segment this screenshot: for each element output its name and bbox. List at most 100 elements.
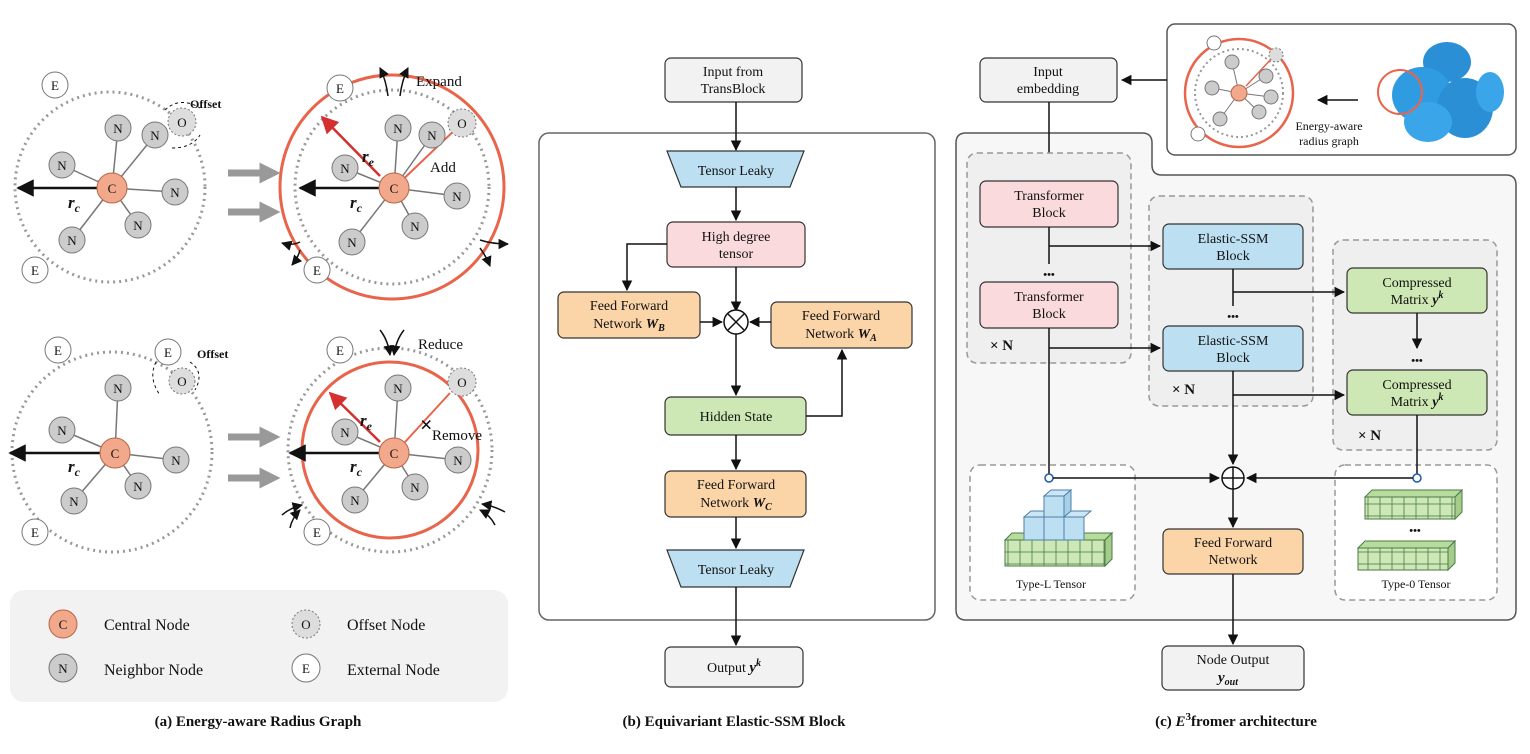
- svg-text:radius graph: radius graph: [1299, 134, 1359, 148]
- legend-offset-swatch: [291, 609, 321, 639]
- svg-text:Network: Network: [1209, 553, 1258, 568]
- svg-text:N: N: [57, 423, 67, 438]
- type-0-tensor-cubes: •••: [1356, 488, 1464, 572]
- node-output-box: [1161, 645, 1305, 691]
- caption-c: (c) E3fromer architecture: [1155, 711, 1317, 730]
- svg-text:Block: Block: [1216, 351, 1249, 366]
- ffn-wb-box: [557, 291, 701, 339]
- svg-text:Matrix yk: Matrix yk: [1391, 392, 1444, 410]
- offset-node: [167, 107, 197, 137]
- remove-cross: ×: [420, 412, 433, 437]
- svg-text:× N: × N: [1358, 428, 1381, 444]
- neighbor-node: [141, 121, 169, 149]
- svg-text:C: C: [390, 181, 399, 196]
- svg-text:Feed Forward: Feed Forward: [1194, 536, 1272, 551]
- svg-text:•••: •••: [1409, 525, 1421, 537]
- graph-original-top: rc N N N N N N C O Offset E E: [13, 71, 221, 284]
- svg-text:N: N: [113, 121, 123, 136]
- svg-text:N: N: [67, 233, 77, 248]
- svg-text:N: N: [150, 128, 160, 143]
- legend-external-swatch: [291, 653, 321, 683]
- transition-arrows: [228, 162, 281, 489]
- svg-text:E: E: [51, 78, 59, 93]
- svg-text:Offset: Offset: [190, 97, 221, 111]
- legend: C Central Node N Neighbor Node O Offset …: [10, 590, 508, 702]
- svg-text:N: N: [427, 128, 437, 143]
- svg-text:•••: •••: [1227, 311, 1239, 323]
- svg-text:N: N: [58, 661, 68, 676]
- svg-text:re: re: [360, 411, 373, 433]
- svg-text:N: N: [393, 381, 403, 396]
- svg-text:N: N: [133, 479, 143, 494]
- svg-text:N: N: [340, 425, 350, 440]
- svg-text:N: N: [171, 453, 181, 468]
- legend-neighbor-swatch: [48, 653, 78, 683]
- svg-text:O: O: [177, 374, 186, 389]
- svg-text:E: E: [31, 263, 39, 278]
- protein-structure-image: [1377, 42, 1504, 142]
- input-from-transblock-box: [664, 57, 803, 103]
- neighbor-node: [104, 114, 132, 142]
- re-arrow: [320, 115, 381, 177]
- svg-text:•••: •••: [1411, 355, 1423, 367]
- svg-text:N: N: [453, 453, 463, 468]
- panel-c: Energy-aware radius graph Input embeddin…: [955, 23, 1517, 730]
- graph-expand: re rc N N N N N N C O Add E E E: [278, 67, 510, 301]
- svg-text:Elastic-SSM: Elastic-SSM: [1198, 232, 1269, 247]
- svg-text:rc: rc: [350, 457, 363, 479]
- ffn-wa-box: [770, 301, 913, 349]
- svg-text:Node Output: Node Output: [1197, 653, 1270, 668]
- elastic-ssm-frame: [538, 132, 936, 621]
- svg-text:•••: •••: [1043, 269, 1055, 281]
- svg-text:Type-L Tensor: Type-L Tensor: [1016, 577, 1086, 591]
- svg-text:N: N: [170, 185, 180, 200]
- svg-text:Reduce: Reduce: [418, 337, 463, 353]
- svg-text:N: N: [347, 235, 357, 250]
- svg-text:E: E: [313, 263, 321, 278]
- svg-text:C: C: [390, 446, 399, 461]
- svg-text:Feed Forward: Feed Forward: [590, 299, 668, 314]
- radius-circle: [13, 90, 207, 284]
- rc-label: rc: [68, 193, 81, 215]
- output-yk-box: [664, 646, 804, 688]
- central-node: [96, 172, 128, 204]
- svg-text:Expand: Expand: [416, 74, 462, 90]
- graph-original-bottom: rc N N N N N C E O Offset E E: [8, 336, 228, 554]
- external-node: [41, 71, 69, 99]
- svg-text:Block: Block: [1032, 307, 1065, 322]
- svg-text:tensor: tensor: [719, 247, 754, 262]
- neighbor-node: [124, 211, 152, 239]
- svg-text:Network WB: Network WB: [593, 317, 665, 334]
- svg-text:E: E: [31, 525, 39, 540]
- svg-text:Type-0 Tensor: Type-0 Tensor: [1381, 577, 1450, 591]
- svg-text:C: C: [108, 181, 117, 196]
- svg-text:Compressed: Compressed: [1382, 276, 1451, 291]
- svg-text:Add: Add: [430, 160, 456, 176]
- svg-text:O: O: [457, 116, 466, 131]
- svg-text:embedding: embedding: [1017, 82, 1079, 97]
- svg-text:Input: Input: [1033, 65, 1063, 80]
- svg-text:rc: rc: [350, 193, 363, 215]
- svg-text:E: E: [336, 343, 344, 358]
- neighbor-node: [161, 178, 189, 206]
- svg-text:Feed Forward: Feed Forward: [697, 478, 775, 493]
- svg-text:Matrix yk: Matrix yk: [1391, 290, 1444, 308]
- svg-text:C: C: [111, 446, 120, 461]
- svg-text:O: O: [177, 115, 186, 130]
- tensor-leaky-top: [666, 150, 805, 188]
- svg-text:Compressed: Compressed: [1382, 378, 1451, 393]
- legend-central-label: Central Node: [104, 617, 190, 634]
- svg-text:N: N: [57, 158, 67, 173]
- svg-text:N: N: [340, 161, 350, 176]
- svg-text:× N: × N: [1172, 382, 1195, 398]
- svg-text:N: N: [410, 219, 420, 234]
- legend-external-label: External Node: [347, 662, 440, 679]
- svg-text:N: N: [452, 189, 462, 204]
- svg-text:Network WC: Network WC: [700, 496, 772, 513]
- svg-text:Remove: Remove: [432, 428, 482, 444]
- svg-text:N: N: [69, 494, 79, 509]
- type-l-tensor-cubes: [1003, 488, 1114, 568]
- svg-text:Output yk: Output yk: [707, 658, 761, 676]
- svg-text:rc: rc: [68, 457, 81, 479]
- neighbor-node: [58, 226, 86, 254]
